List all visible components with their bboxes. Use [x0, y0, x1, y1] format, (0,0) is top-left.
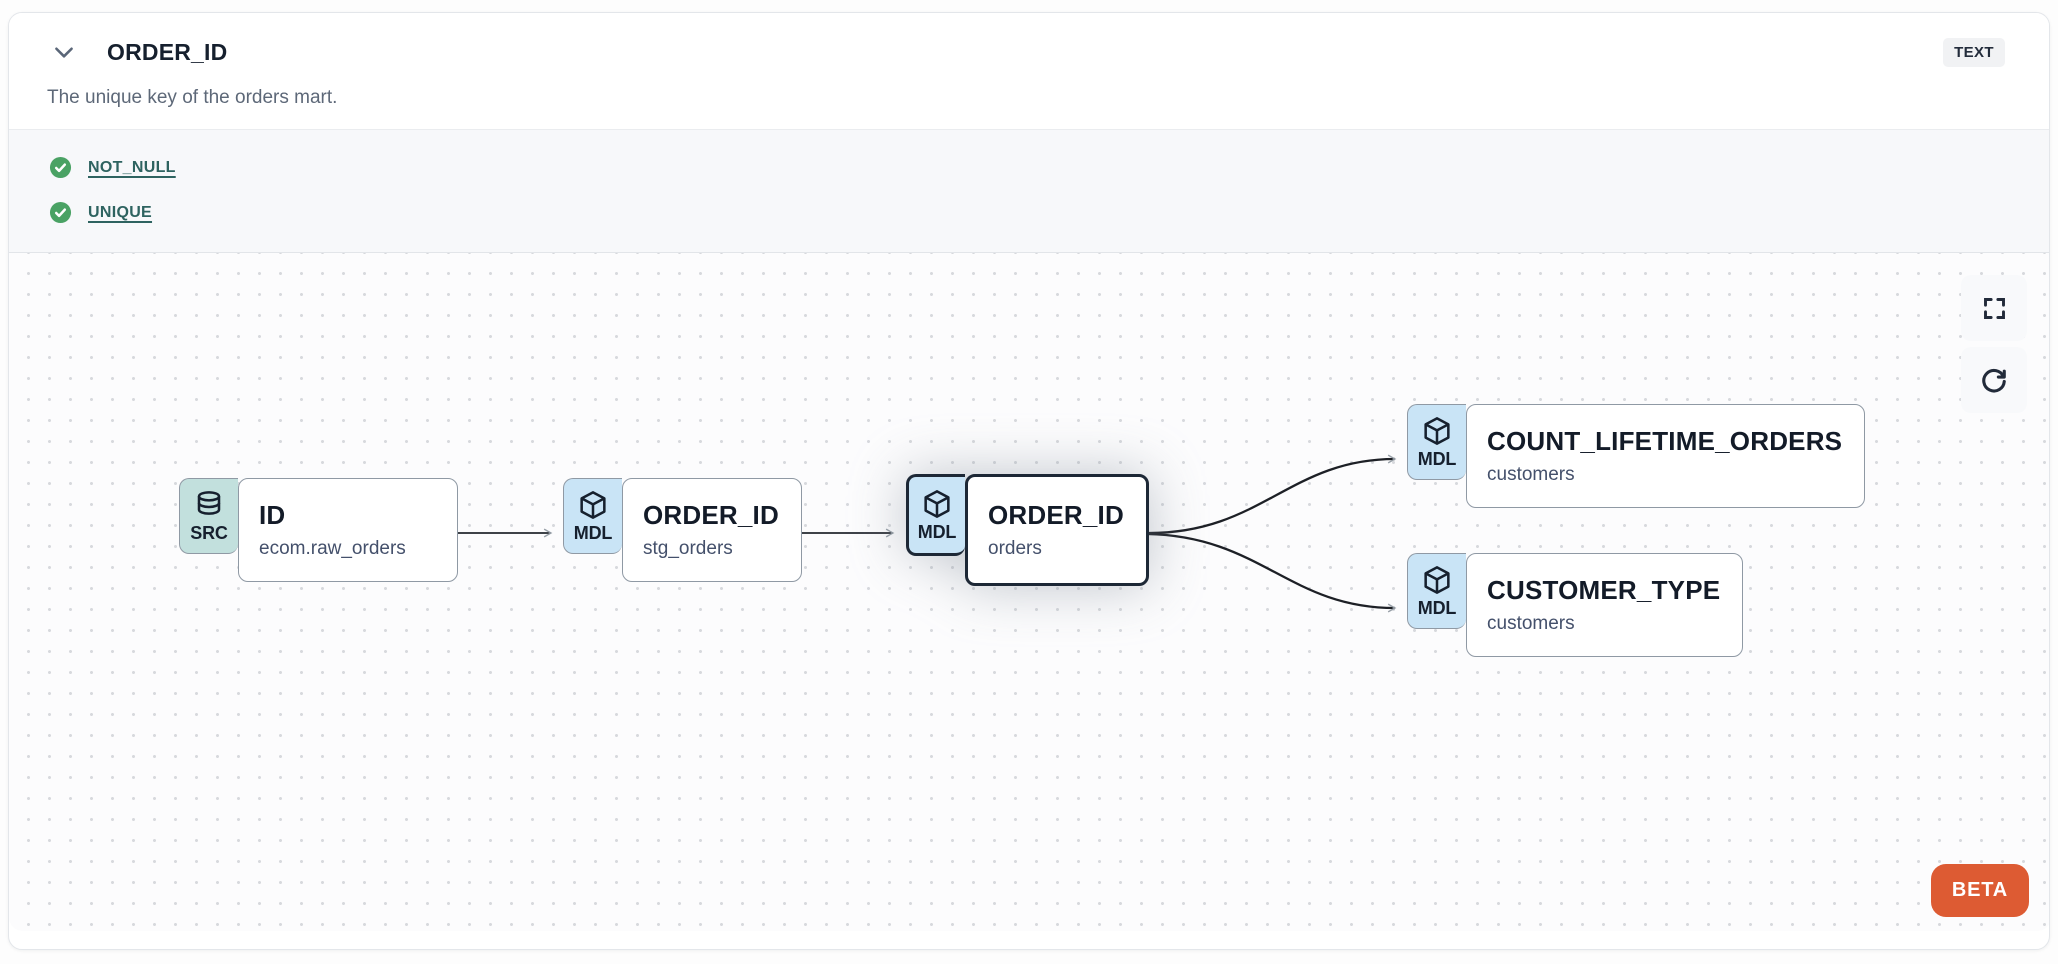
test-row: NOT_NULL	[49, 156, 2023, 179]
fullscreen-icon	[1981, 295, 2008, 322]
test-link-not-null[interactable]: NOT_NULL	[88, 158, 176, 176]
refresh-icon	[1979, 365, 2009, 395]
tests-section: NOT_NULL UNIQUE	[9, 129, 2049, 253]
node-badge-label: MDL	[1417, 448, 1457, 469]
canvas-controls	[1961, 275, 2027, 413]
node-badge-label: MDL	[1417, 597, 1457, 618]
beta-badge: BETA	[1930, 864, 2029, 917]
lineage-node-order-id-stg-orders[interactable]: MDL ORDER_ID stg_orders	[563, 478, 802, 582]
node-badge-label: SRC	[190, 522, 228, 543]
lineage-canvas[interactable]: SRC ID ecom.raw_orders MDL ORDER_ID stg_…	[9, 253, 2049, 931]
lineage-node-id-raw-orders[interactable]: SRC ID ecom.raw_orders	[179, 478, 458, 582]
fullscreen-button[interactable]	[1961, 275, 2027, 341]
src-badge: SRC	[179, 478, 238, 554]
check-circle-icon	[49, 156, 72, 179]
lineage-node-count-lifetime-orders[interactable]: MDL COUNT_LIFETIME_ORDERS customers	[1407, 404, 1866, 508]
refresh-button[interactable]	[1961, 347, 2027, 413]
node-subtitle: orders	[988, 538, 1042, 559]
mdl-badge: MDL	[906, 474, 965, 556]
node-body: ID ecom.raw_orders	[238, 478, 458, 582]
node-body: ORDER_ID orders	[965, 474, 1149, 586]
check-circle-icon	[49, 201, 72, 224]
cube-icon	[577, 489, 609, 521]
node-subtitle: ecom.raw_orders	[259, 538, 406, 559]
node-title: ORDER_ID	[988, 500, 1124, 530]
mdl-badge: MDL	[563, 478, 622, 554]
node-body: ORDER_ID stg_orders	[622, 478, 802, 582]
cube-icon	[921, 488, 953, 520]
cube-icon	[1421, 415, 1453, 447]
mdl-badge: MDL	[1407, 553, 1466, 629]
node-subtitle: stg_orders	[643, 538, 733, 559]
node-body: COUNT_LIFETIME_ORDERS customers	[1466, 404, 1866, 508]
database-icon	[193, 489, 225, 521]
node-badge-label: MDL	[573, 522, 613, 543]
page-title: ORDER_ID	[107, 38, 228, 65]
column-type-badge: TEXT	[1943, 37, 2005, 67]
node-body: CUSTOMER_TYPE customers	[1466, 553, 1744, 657]
test-link-unique[interactable]: UNIQUE	[88, 203, 153, 221]
node-title: COUNT_LIFETIME_ORDERS	[1487, 426, 1843, 456]
cube-icon	[1421, 564, 1453, 596]
chevron-down-icon	[51, 39, 77, 65]
lineage-node-order-id-orders-selected[interactable]: MDL ORDER_ID orders	[906, 474, 1149, 586]
collapse-button[interactable]	[47, 35, 81, 69]
column-details-card: ORDER_ID TEXT The unique key of the orde…	[8, 12, 2050, 950]
node-title: CUSTOMER_TYPE	[1487, 575, 1721, 605]
lineage-edges	[458, 454, 1397, 613]
node-subtitle: customers	[1487, 613, 1575, 634]
mdl-badge: MDL	[1407, 404, 1466, 480]
node-subtitle: customers	[1487, 464, 1575, 485]
header: ORDER_ID TEXT The unique key of the orde…	[9, 13, 2049, 109]
test-row: UNIQUE	[49, 201, 2023, 224]
node-badge-label: MDL	[917, 521, 957, 542]
lineage-node-customer-type[interactable]: MDL CUSTOMER_TYPE customers	[1407, 553, 1744, 657]
column-description: The unique key of the orders mart.	[47, 87, 338, 108]
node-title: ORDER_ID	[643, 500, 779, 530]
node-title: ID	[259, 500, 286, 530]
